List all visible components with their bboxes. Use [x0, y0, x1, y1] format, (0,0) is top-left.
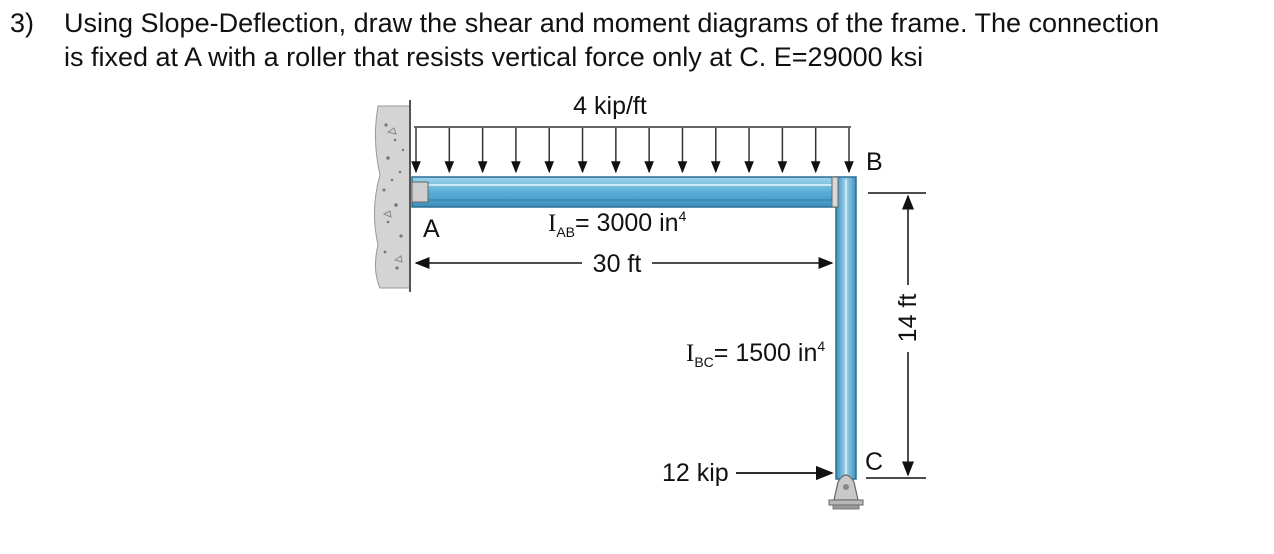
iab-label: IAB= 3000 in4 — [548, 208, 687, 240]
ibc-subscript: BC — [694, 354, 713, 370]
beam-ab — [411, 176, 837, 208]
problem-line-1: Using Slope-Deflection, draw the shear a… — [64, 8, 1160, 38]
fixed-wall-support — [373, 100, 411, 292]
column-bc — [831, 176, 857, 480]
ibc-label: IBC= 1500 in4 — [686, 338, 825, 370]
load-label: 4 kip/ft — [573, 92, 647, 120]
problem-text: Using Slope-Deflection, draw the shear a… — [64, 6, 1254, 74]
ibc-exponent: 4 — [817, 338, 825, 354]
node-label-a: A — [423, 215, 440, 243]
iab-value: = 3000 in — [575, 209, 679, 237]
roller-support-c — [828, 474, 864, 510]
iab-symbol: I — [548, 210, 556, 237]
problem-line-2: is fixed at A with a roller that resists… — [64, 42, 924, 72]
iab-subscript: AB — [556, 224, 575, 240]
iab-exponent: 4 — [679, 208, 687, 224]
point-load-label: 12 kip — [662, 459, 729, 487]
problem-number: 3) — [10, 8, 35, 38]
end-plate-a — [411, 181, 429, 203]
height-dimension — [866, 192, 926, 479]
ibc-symbol: I — [686, 340, 694, 367]
node-label-b: B — [866, 148, 883, 176]
ibc-value: = 1500 in — [714, 339, 818, 367]
node-label-c: C — [865, 448, 883, 476]
distributed-load — [411, 126, 854, 174]
height-label: 14 ft — [894, 294, 922, 343]
span-label: 30 ft — [593, 250, 642, 278]
